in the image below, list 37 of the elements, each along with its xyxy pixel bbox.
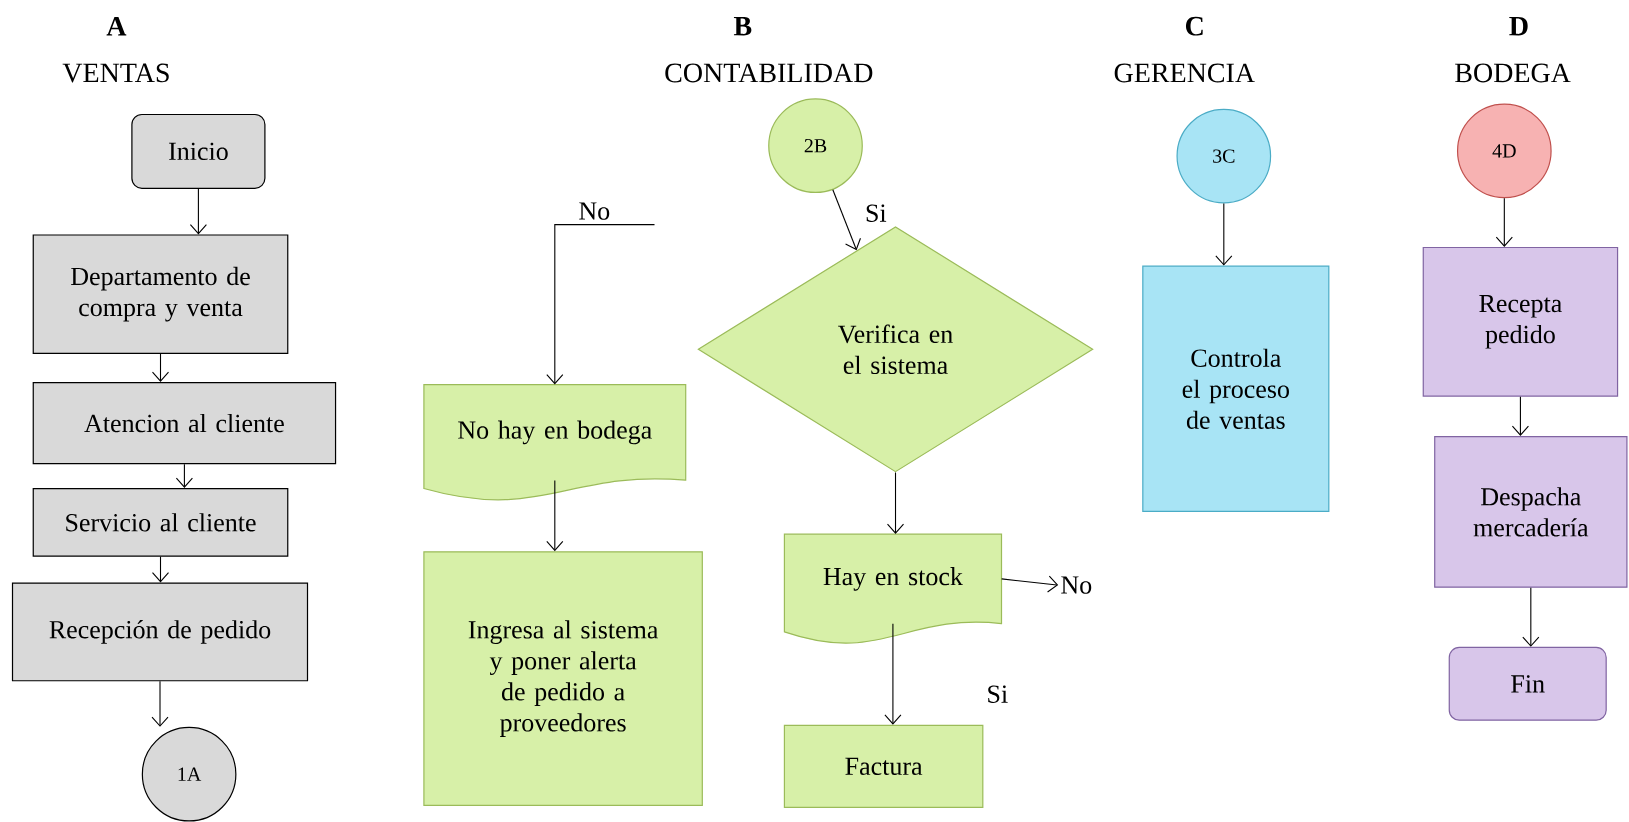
- edge-label: No: [577, 201, 612, 221]
- process-box: Atencion al cliente: [32, 382, 337, 465]
- arrow: [1495, 197, 1513, 247]
- arrow: [151, 353, 170, 382]
- process-box: Recepta pedido: [1422, 246, 1619, 397]
- arrow: [832, 189, 861, 251]
- terminal-box: Inicio: [131, 113, 266, 189]
- terminal-box: Fin: [1448, 646, 1607, 721]
- column-heading: VENTAS: [62, 63, 169, 83]
- arrow: [886, 471, 905, 535]
- process-box: Factura: [783, 724, 984, 809]
- process-box: Despacha mercadería: [1434, 436, 1628, 588]
- arrow: [189, 188, 207, 235]
- arrow: [1522, 587, 1540, 647]
- arrow: [1215, 202, 1233, 266]
- edge-label: Si: [863, 203, 888, 223]
- process-box: Servicio al cliente: [32, 487, 289, 557]
- process-box: Departamento de compra y venta: [32, 234, 289, 354]
- arrow: [175, 463, 193, 488]
- arrow: [151, 556, 170, 583]
- arrow: [546, 479, 564, 552]
- column-heading: B: [733, 17, 752, 36]
- edge-label: Si: [985, 684, 1010, 704]
- document-box: Hay en stock: [783, 533, 1003, 644]
- arrow: [1511, 396, 1529, 436]
- process-box: Controla el proceso de ventas: [1142, 265, 1330, 512]
- column-heading: A: [106, 16, 127, 36]
- arrow: [151, 680, 169, 727]
- process-box: Ingresa al sistema y poner alerta de pedido a proveedores: [423, 551, 703, 806]
- arrow: [546, 224, 656, 385]
- arrow: [1001, 575, 1059, 593]
- column-heading: C: [1185, 16, 1203, 36]
- arrow: [884, 623, 902, 725]
- process-box: Recepción de pedido: [11, 582, 309, 682]
- branch-text: No: [1061, 576, 1092, 594]
- document-box: No hay en bodega: [423, 384, 687, 501]
- column-heading: D: [1509, 17, 1528, 36]
